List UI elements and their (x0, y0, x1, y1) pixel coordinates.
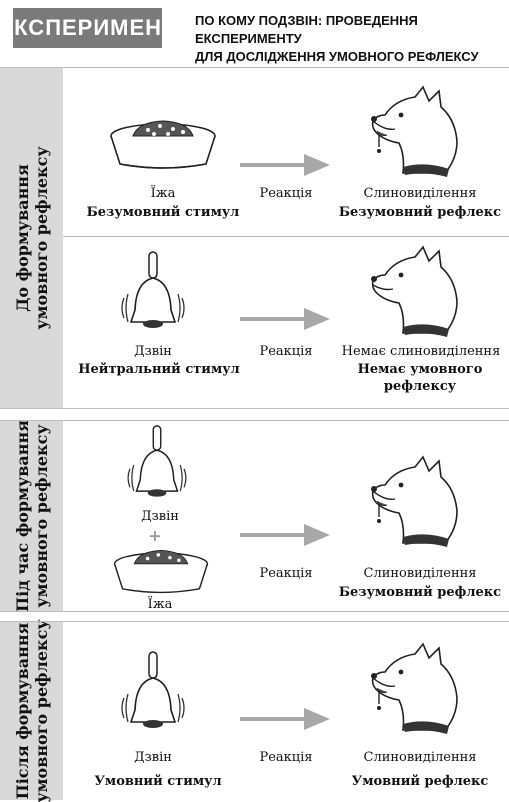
bell-icon (121, 651, 185, 728)
row2-stimulus: Дзвін (134, 344, 172, 359)
row2-response: Немає слиновиділення (341, 344, 501, 359)
divider-top (0, 67, 509, 68)
row4-stimulus-type: Умовний стимул (94, 774, 222, 789)
arrow-right-icon (240, 708, 330, 730)
subtitle-line-2: ДЛЯ ДОСЛІДЖЕННЯ УМОВНОГО РЕФЛЕКСУ (195, 49, 479, 64)
row3-stimulus-food: Їжа (147, 597, 173, 612)
dog-salivating-icon (371, 455, 458, 547)
arrow-right-icon (240, 308, 330, 330)
row4-response: Слиновиділення (363, 750, 477, 765)
row2-stimulus-type: Нейтральний стимул (78, 362, 240, 377)
row3-response-type: Безумовний рефлекс (338, 585, 502, 600)
page-subtitle: ПО КОМУ ПОДЗВІН: ПРОВЕДЕННЯ ЕКСПЕРИМЕНТУ… (195, 12, 495, 66)
bell-icon (127, 425, 187, 497)
row4-stimulus: Дзвін (134, 750, 172, 765)
row3-stimulus-bell: Дзвін (141, 509, 179, 524)
subtitle-line-1: ПО КОМУ ПОДЗВІН: ПРОВЕДЕННЯ ЕКСПЕРИМЕНТУ (195, 13, 418, 46)
row2-response-type-line2: рефлексу (383, 379, 457, 394)
row2-arrow-label: Реакція (259, 344, 313, 359)
row1-response-type: Безумовний рефлекс (338, 205, 502, 220)
divider-row1-row2 (63, 236, 509, 237)
row1-arrow-label: Реакція (259, 186, 313, 201)
arrow-right-icon (240, 154, 330, 176)
section-label-during: Під час формування умовного рефлексу (12, 420, 51, 612)
section-label-after: Після формування умовного рефлексу (12, 618, 51, 802)
sidebar-during: Під час формування умовного рефлексу (0, 420, 63, 612)
divider-during-top (0, 420, 509, 421)
row3-arrow-label: Реакція (259, 566, 313, 581)
plus-sign: + (148, 526, 162, 545)
row2-response-type-line1: Немає умовного (357, 362, 483, 377)
arrow-right-icon (240, 524, 330, 546)
dog-salivating-icon (371, 85, 458, 177)
food-bowl-icon (113, 550, 209, 594)
bell-icon (121, 251, 185, 328)
sidebar-before: До формування умовного рефлексу (0, 68, 63, 408)
row1-stimulus-type: Безумовний стимул (86, 205, 240, 220)
row1-response: Слиновиділення (363, 186, 477, 201)
divider-during-after (0, 611, 509, 612)
sidebar-after: Після формування умовного рефлексу (0, 618, 63, 802)
dog-salivating-icon (371, 642, 458, 734)
row3-response: Слиновиділення (363, 566, 477, 581)
dog-icon (371, 245, 458, 337)
divider-after-top (0, 621, 509, 622)
food-bowl-icon (110, 120, 216, 169)
experiment-banner: ЕКСПЕРИМЕНТ (0, 8, 176, 48)
row4-arrow-label: Реакція (259, 750, 313, 765)
row1-stimulus: Їжа (150, 186, 176, 201)
row4-response-type: Умовний рефлекс (351, 774, 489, 789)
divider-before-during (0, 408, 509, 409)
section-label-before: До формування умовного рефлексу (12, 146, 51, 330)
